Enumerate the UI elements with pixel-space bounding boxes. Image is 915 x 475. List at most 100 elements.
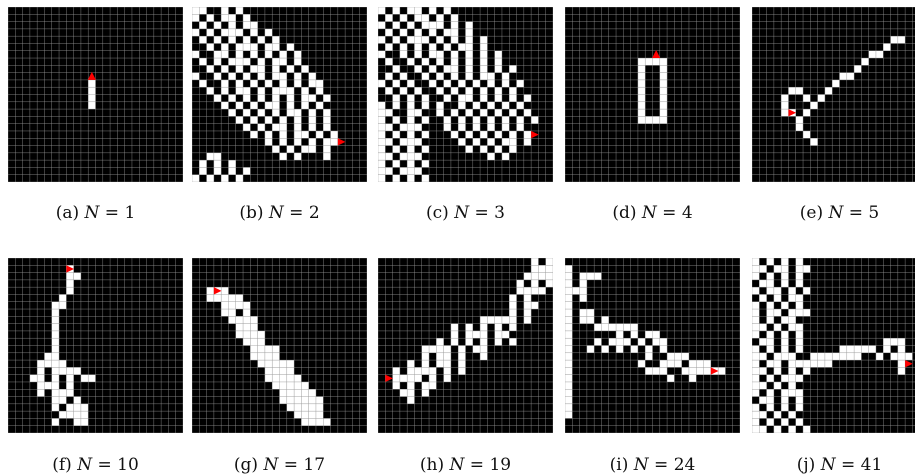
filled-cell bbox=[788, 323, 796, 331]
filled-cell bbox=[399, 374, 408, 382]
filled-cell bbox=[429, 79, 437, 88]
filled-cell bbox=[480, 323, 488, 331]
filled-cell bbox=[637, 87, 646, 95]
filled-cell bbox=[659, 109, 668, 117]
filled-cell bbox=[250, 316, 258, 324]
caption-n: 1 bbox=[124, 203, 136, 223]
filled-cell bbox=[378, 21, 386, 29]
filled-cell bbox=[221, 79, 229, 88]
filled-cell bbox=[523, 130, 532, 139]
filled-cell bbox=[579, 294, 587, 302]
filled-cell bbox=[51, 418, 60, 426]
filled-cell bbox=[235, 7, 244, 15]
filled-cell bbox=[301, 65, 309, 73]
filled-cell bbox=[688, 367, 697, 375]
filled-cell bbox=[773, 367, 782, 375]
filled-cell bbox=[766, 287, 774, 295]
filled-cell bbox=[392, 94, 400, 102]
panel-g bbox=[192, 258, 367, 433]
filled-cell bbox=[286, 109, 295, 117]
filled-cell bbox=[652, 116, 660, 124]
filled-cell bbox=[294, 109, 302, 117]
filled-cell bbox=[586, 309, 595, 317]
filled-cell bbox=[286, 43, 295, 51]
filled-cell bbox=[378, 36, 386, 44]
filled-cell bbox=[450, 330, 459, 339]
filled-cell bbox=[264, 130, 273, 139]
filled-cell bbox=[243, 14, 251, 22]
filled-cell bbox=[221, 14, 229, 22]
filled-cell bbox=[516, 79, 524, 88]
filled-cell bbox=[480, 94, 488, 102]
filled-cell bbox=[308, 123, 316, 131]
filled-cell bbox=[221, 294, 229, 302]
filled-cell bbox=[199, 36, 207, 44]
filled-cell bbox=[810, 138, 818, 146]
filled-cell bbox=[294, 381, 302, 390]
filled-cell bbox=[565, 294, 573, 302]
filled-cell bbox=[824, 360, 833, 368]
filled-cell bbox=[516, 101, 524, 110]
filled-cell bbox=[781, 338, 789, 346]
filled-cell bbox=[480, 36, 488, 44]
filled-cell bbox=[458, 79, 466, 88]
filled-cell bbox=[472, 116, 481, 124]
filled-cell bbox=[494, 58, 502, 66]
filled-cell bbox=[301, 94, 309, 102]
filled-cell bbox=[509, 87, 517, 95]
filled-cell bbox=[759, 411, 767, 419]
filled-cell bbox=[66, 389, 74, 397]
grid-lines bbox=[192, 258, 367, 433]
filled-cell bbox=[601, 323, 609, 331]
filled-cell bbox=[623, 323, 631, 331]
filled-cell bbox=[623, 338, 631, 346]
filled-cell bbox=[421, 14, 430, 22]
filled-cell bbox=[315, 101, 324, 110]
filled-cell bbox=[766, 345, 774, 353]
grid-lines bbox=[378, 7, 553, 182]
filled-cell bbox=[788, 287, 796, 295]
filled-cell bbox=[213, 152, 222, 161]
filled-cell bbox=[450, 323, 459, 331]
filled-cell bbox=[766, 418, 774, 426]
filled-cell bbox=[264, 367, 273, 375]
filled-cell bbox=[795, 403, 804, 412]
filled-cell bbox=[88, 374, 96, 382]
filled-cell bbox=[308, 138, 316, 146]
filled-cell bbox=[315, 403, 324, 412]
filled-cell bbox=[810, 101, 818, 110]
filled-cell bbox=[407, 123, 415, 131]
filled-cell bbox=[272, 374, 280, 382]
filled-cell bbox=[272, 345, 280, 353]
filled-cell bbox=[421, 21, 430, 29]
filled-cell bbox=[235, 50, 244, 59]
filled-cell bbox=[781, 279, 789, 288]
filled-cell bbox=[429, 381, 437, 390]
filled-cell bbox=[257, 123, 265, 131]
filled-cell bbox=[773, 287, 782, 295]
filled-cell bbox=[773, 425, 782, 433]
filled-cell bbox=[861, 58, 869, 66]
filled-cell bbox=[450, 87, 459, 95]
filled-cell bbox=[443, 345, 451, 353]
filled-cell bbox=[645, 116, 653, 124]
filled-cell bbox=[897, 367, 906, 375]
filled-cell bbox=[257, 87, 265, 95]
filled-cell bbox=[531, 258, 539, 266]
filled-cell bbox=[565, 374, 573, 382]
filled-cell bbox=[472, 345, 481, 353]
filled-cell bbox=[301, 101, 309, 110]
filled-cell bbox=[235, 58, 244, 66]
filled-cell bbox=[465, 28, 473, 37]
filled-cell bbox=[59, 396, 67, 404]
filled-cell bbox=[781, 418, 789, 426]
caption-h: (h) N = 19 bbox=[419, 455, 512, 475]
filled-cell bbox=[773, 265, 782, 273]
filled-cell bbox=[795, 323, 804, 331]
filled-cell bbox=[565, 352, 573, 361]
filled-cell bbox=[450, 36, 459, 44]
filled-cell bbox=[788, 316, 796, 324]
filled-cell bbox=[565, 345, 573, 353]
filled-cell bbox=[523, 301, 532, 310]
filled-cell bbox=[323, 418, 331, 426]
